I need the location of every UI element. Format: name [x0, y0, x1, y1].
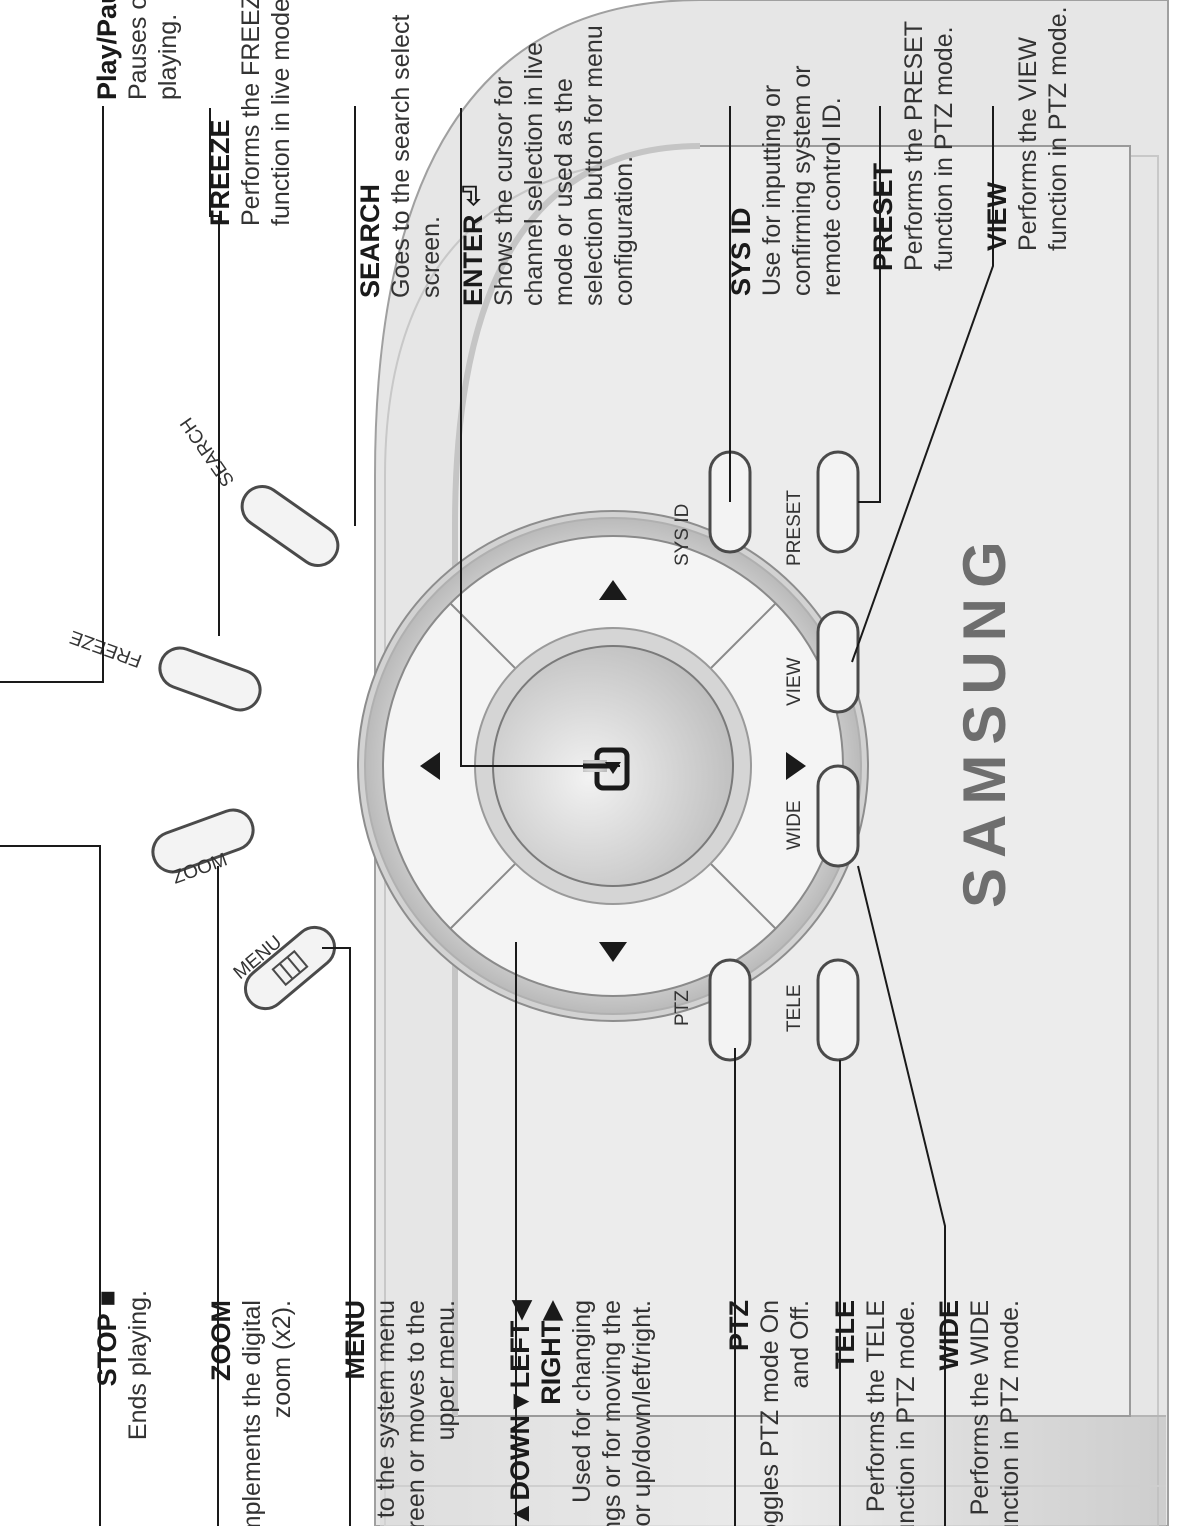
tele-button-label: TELE — [784, 984, 805, 1032]
search-button-label: SEARCH — [176, 413, 239, 490]
callout-play-pause-title: Play/Pause ▶‖ — [92, 0, 122, 100]
callout-arrows-title: UP▲DOWN▼LEFT◀ — [505, 1300, 535, 1526]
callout-preset-title: PRESET — [868, 162, 898, 271]
callout-zoom: ZOOM Implements the digital zoom (x2). — [206, 1300, 297, 1526]
callout-search-title: SEARCH — [355, 183, 385, 298]
callout-ptz-title: PTZ — [724, 1300, 754, 1351]
leader-preset — [858, 106, 881, 503]
callout-tele: TELE Performs the TELE function in PTZ m… — [830, 1300, 921, 1526]
callout-preset: PRESET Performs the PRESET function in P… — [868, 21, 959, 271]
sys-id-button-label: SYS ID — [672, 504, 693, 566]
callout-zoom-line2: zoom (x2). — [268, 1300, 296, 1419]
callout-enter-line5: configuration. — [610, 155, 638, 306]
view-button[interactable] — [816, 610, 860, 714]
preset-button[interactable] — [816, 450, 860, 554]
menu-button[interactable] — [237, 919, 342, 1016]
callout-play-pause-line1: Pauses or resumes — [123, 0, 153, 100]
callout-menu-line2: screen or moves to the — [402, 1300, 430, 1526]
callout-enter-line4: selection button for menu — [580, 25, 608, 306]
callout-preset-line2: function in PTZ mode. — [930, 26, 958, 271]
callout-tele-line1: Performs the TELE — [862, 1300, 890, 1513]
leader-lines — [0, 106, 994, 1526]
freeze-button-label: FREEZE — [67, 626, 145, 671]
leader-stop — [0, 845, 101, 1526]
callout-arrows-line2: settings or for moving the — [598, 1300, 626, 1526]
callout-play-pause-line2: playing. — [154, 13, 182, 100]
callout-sys-id-line3: remote control ID. — [818, 97, 846, 296]
wide-button[interactable] — [816, 764, 860, 868]
callout-menu: MENU Goes to the system menu screen or m… — [340, 1300, 461, 1526]
callout-wide-line1: Performs the WIDE — [966, 1300, 994, 1516]
ptz-button-label: PTZ — [672, 990, 693, 1026]
callout-menu-line1: Goes to the system menu — [372, 1300, 400, 1526]
tele-button[interactable] — [816, 958, 860, 1062]
callout-tele-line2: function in PTZ mode. — [892, 1300, 920, 1526]
callout-zoom-line1: Implements the digital — [238, 1300, 266, 1526]
callout-view-line1: Performs the VIEW — [1014, 37, 1042, 251]
callout-preset-line1: Performs the PRESET — [900, 20, 928, 271]
leader-view — [851, 106, 994, 663]
callout-freeze: FREEZE Performs the FREEZE function in l… — [205, 0, 296, 226]
callout-menu-line3: upper menu. — [432, 1300, 460, 1441]
callout-sys-id: SYS ID Use for inputting or confirming s… — [726, 65, 847, 296]
dpad-right-button[interactable] — [599, 580, 627, 600]
callout-arrows-line1: Used for changing — [568, 1300, 596, 1503]
callout-wide: WIDE Performs the WIDE function in PTZ m… — [934, 1300, 1025, 1526]
leader-enter — [460, 108, 620, 767]
leader-menu — [322, 947, 351, 1526]
callout-arrows: UP▲DOWN▼LEFT◀ RIGHT▶ Used for changing s… — [505, 1300, 657, 1526]
callout-zoom-title: ZOOM — [206, 1300, 236, 1381]
callout-search-line2: screen. — [417, 216, 445, 298]
freeze-button[interactable] — [154, 642, 265, 715]
zoom-button[interactable] — [147, 804, 258, 877]
callout-sys-id-line1: Use for inputting or — [758, 84, 786, 296]
callout-enter-title: ENTER ⏎ — [458, 184, 488, 306]
leader-wide — [857, 865, 946, 1526]
callout-arrows-line3: cursor up/down/left/right. — [628, 1300, 656, 1526]
callout-menu-title: MENU — [340, 1300, 370, 1380]
search-button[interactable] — [234, 479, 345, 574]
preset-button-label: PRESET — [784, 490, 805, 566]
callout-freeze-line1: Performs the FREEZE — [237, 0, 265, 226]
callout-wide-line2: function in PTZ mode. — [996, 1300, 1024, 1526]
dpad-up-button[interactable] — [420, 752, 440, 780]
leader-play-pause — [0, 106, 104, 683]
callout-stop-line1: Ends playing. — [124, 1290, 152, 1441]
callout-sys-id-title: SYS ID — [726, 207, 756, 296]
callout-stop: STOP ■ Ends playing. — [92, 1290, 153, 1440]
callout-ptz: PTZ Toggles PTZ mode On and Off. — [724, 1300, 815, 1526]
callout-search-line1: Goes to the search select — [387, 14, 415, 298]
callout-arrows-title2: RIGHT▶ — [536, 1300, 566, 1405]
callout-sys-id-line2: confirming system or — [788, 65, 816, 296]
samsung-logo: SAMSUNG — [951, 531, 1018, 908]
callout-view-title: VIEW — [982, 181, 1012, 251]
callout-view-line2: function in PTZ mode. — [1044, 6, 1072, 251]
callout-search: SEARCH Goes to the search select screen. — [355, 15, 446, 298]
leader-freeze — [209, 108, 220, 636]
callout-ptz-line1: Toggles PTZ mode On — [756, 1300, 784, 1526]
callout-play-pause: Play/Pause ▶‖ Pauses or resumes playing. — [92, 0, 183, 100]
dpad-down-button[interactable] — [786, 752, 806, 780]
callout-wide-title: WIDE — [934, 1300, 964, 1371]
callout-ptz-line2: and Off. — [786, 1300, 814, 1389]
callout-view: VIEW Performs the VIEW function in PTZ m… — [982, 6, 1073, 251]
callout-freeze-line2: function in live mode. — [267, 0, 295, 226]
ptz-button[interactable] — [708, 958, 752, 1062]
callout-freeze-title: FREEZE — [205, 119, 235, 226]
wide-button-label: WIDE — [784, 800, 805, 850]
view-button-label: VIEW — [784, 657, 805, 706]
dpad-left-button[interactable] — [599, 942, 627, 962]
callout-stop-title: STOP ■ — [92, 1290, 122, 1387]
callout-enter-line3: mode or used as the — [550, 78, 578, 306]
callout-enter-line1: Shows the cursor for — [490, 76, 518, 306]
callout-enter-line2: channel selection in live — [520, 41, 548, 306]
callout-enter: ENTER ⏎ Shows the cursor for channel sel… — [458, 25, 639, 306]
callout-tele-title: TELE — [830, 1300, 860, 1370]
